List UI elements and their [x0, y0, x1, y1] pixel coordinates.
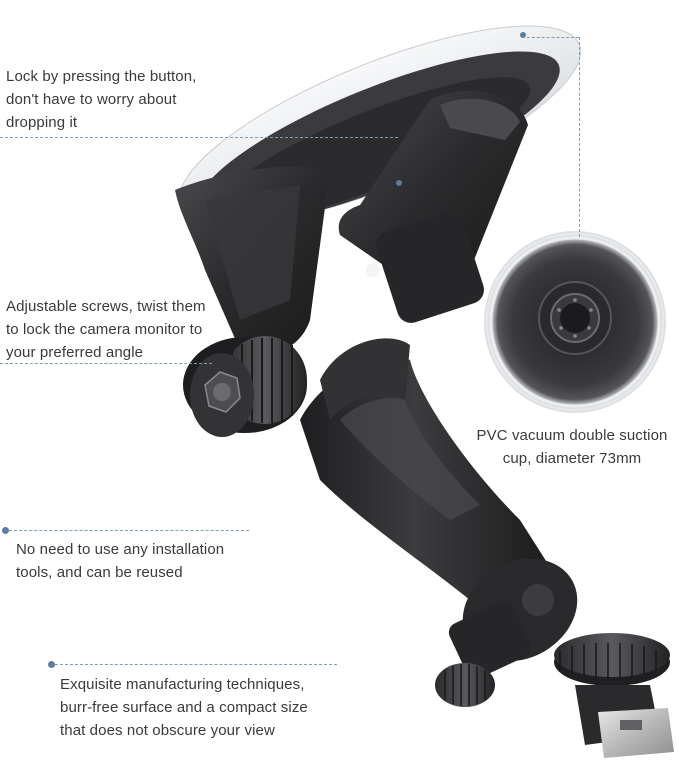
leader-line-suction-vertical	[579, 37, 580, 237]
leader-line-manufacturing	[55, 664, 337, 665]
leader-line-lock	[0, 137, 398, 138]
caption-suction-cup: PVC vacuum double suction cup, diameter …	[476, 427, 668, 467]
caption-adjustable-screws: Adjustable screws, twist them to lock th…	[6, 298, 206, 361]
caption-no-tools: No need to use any installation tools, a…	[16, 541, 225, 581]
callout-dot-no-tools	[2, 527, 9, 534]
callout-dot-suction	[520, 32, 526, 38]
leader-line-no-tools	[9, 530, 249, 531]
callout-dot-manufacturing	[48, 661, 55, 668]
leader-line-screws	[0, 363, 212, 364]
caption-manufacturing: Exquisite manufacturing techniques, burr…	[60, 676, 308, 739]
callout-dot-lock	[396, 180, 402, 186]
caption-lock-button: Lock by pressing the button, don't have …	[6, 68, 197, 131]
leader-line-suction-top	[527, 37, 579, 38]
